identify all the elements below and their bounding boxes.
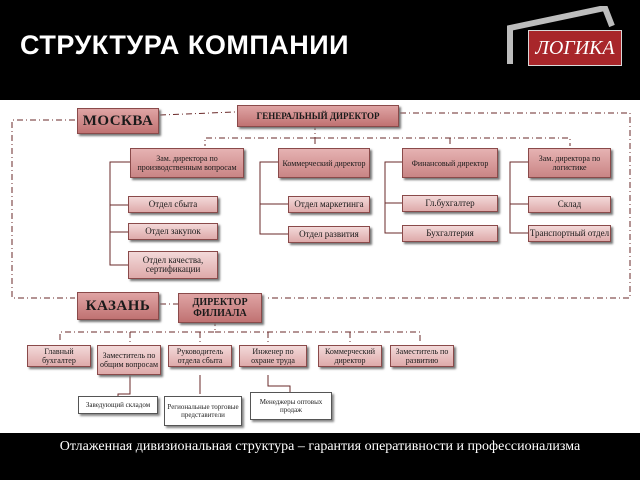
dept-sales-box: Отдел сбыта <box>128 196 218 213</box>
general-director-box: ГЕНЕРАЛЬНЫЙ ДИРЕКТОР <box>237 105 399 127</box>
company-logo: ЛОГИКА <box>528 30 622 66</box>
kazan-box: КАЗАНЬ <box>77 292 159 320</box>
dept-quality-box: Отдел качества, сертификации <box>128 251 218 279</box>
wholesale-managers-box: Менеджеры оптовых продаж <box>250 392 332 420</box>
accounting-box: Бухгалтерия <box>402 225 498 242</box>
page-title: СТРУКТУРА КОМПАНИИ <box>20 30 350 60</box>
warehouse-manager-box: Заведующий складом <box>78 396 158 414</box>
regional-reps-box: Региональные торговые представители <box>164 396 242 426</box>
branch-director-box: ДИРЕКТОР ФИЛИАЛА <box>178 293 262 323</box>
director-commercial-box: Коммерческий директор <box>278 148 370 178</box>
branch-commercial-director-box: Коммерческий директор <box>318 345 382 367</box>
org-chart: МОСКВА ГЕНЕРАЛЬНЫЙ ДИРЕКТОР Зам. директо… <box>0 100 640 433</box>
moscow-box: МОСКВА <box>77 108 159 134</box>
dept-development-box: Отдел развития <box>288 226 370 243</box>
director-production-box: Зам. директора по производственным вопро… <box>130 148 244 178</box>
transport-dept-box: Транспортный отдел <box>528 225 611 242</box>
org-chart-connectors <box>11 111 631 396</box>
footer-caption: Отлаженная дивизиональная структура – га… <box>0 433 640 480</box>
chief-accountant-box: Гл.бухгалтер <box>402 195 498 212</box>
header-bar: СТРУКТУРА КОМПАНИИ ЛОГИКА <box>0 0 640 100</box>
branch-deputy-general-box: Заместитель по общим вопросам <box>97 345 161 375</box>
director-logistics-box: Зам. директора по логистике <box>528 148 611 178</box>
warehouse-box: Склад <box>528 196 611 213</box>
branch-safety-engineer-box: Инженер по охране труда <box>239 345 307 367</box>
director-finance-box: Финансовый директор <box>402 148 498 178</box>
branch-deputy-development-box: Заместитель по развитию <box>390 345 454 367</box>
logo-frame-icon <box>507 6 615 64</box>
dept-procurement-box: Отдел закупок <box>128 223 218 240</box>
branch-sales-head-box: Руководитель отдела сбыта <box>168 345 232 367</box>
dept-marketing-box: Отдел маркетинга <box>288 196 370 213</box>
branch-chief-accountant-box: Главный бухгалтер <box>27 345 91 367</box>
